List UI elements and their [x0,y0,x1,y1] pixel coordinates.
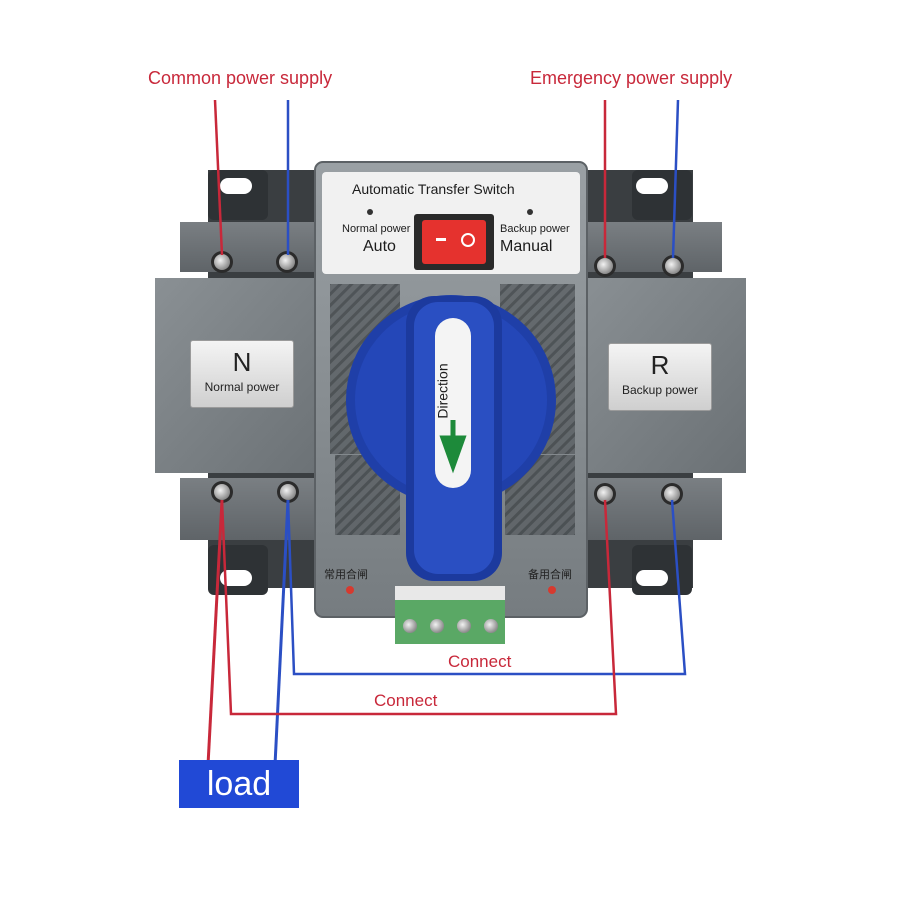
bottom-left-mark: 常用合闸 [324,569,368,581]
normal-plate-text: Normal power [204,380,280,394]
wire-connect-blue [286,499,687,676]
wire-connect-red [220,499,618,716]
normal-plate-letter: N [232,347,252,377]
bottom-right-mark: 备用合闸 [528,569,572,581]
emergency-power-supply-label: Emergency power supply [530,68,733,88]
handle-direction-label: Direction [434,363,451,419]
device-title: Automatic Transfer Switch [352,181,515,197]
backup-power-plate: R Backup power [608,343,712,411]
manual-mode-label: Manual [500,238,553,255]
backup-plate-text: Backup power [621,383,699,397]
normal-power-indicator-label: Normal power [342,223,411,235]
indicator-led-right [548,586,556,594]
connect-label-bottom: Connect [374,691,438,710]
mount-hole [220,178,252,194]
wire-emergency-blue [671,99,680,259]
backup-plate-letter: R [650,350,670,380]
indicator-led-left [346,586,354,594]
backup-power-indicator-label: Backup power [500,223,570,235]
mount-hole [636,178,668,194]
mount-hole [220,570,252,586]
terminal-screws [211,251,684,505]
auto-manual-rocker-switch[interactable] [414,214,494,270]
load-label: load [179,760,299,808]
arrow-down-icon [439,420,467,474]
normal-power-led [367,209,373,215]
rotary-handle[interactable] [346,295,556,581]
mount-hole [636,570,668,586]
common-power-supply-label: Common power supply [148,68,333,88]
wiring [206,99,687,766]
wire-load-blue [273,499,290,766]
wire-load-red [206,499,224,766]
normal-power-plate: N Normal power [190,340,294,408]
wire-common-red [213,99,224,256]
auto-mode-label: Auto [363,238,396,255]
control-terminal-block [395,586,505,644]
backup-power-led [527,209,533,215]
connect-label-top: Connect [448,652,512,671]
